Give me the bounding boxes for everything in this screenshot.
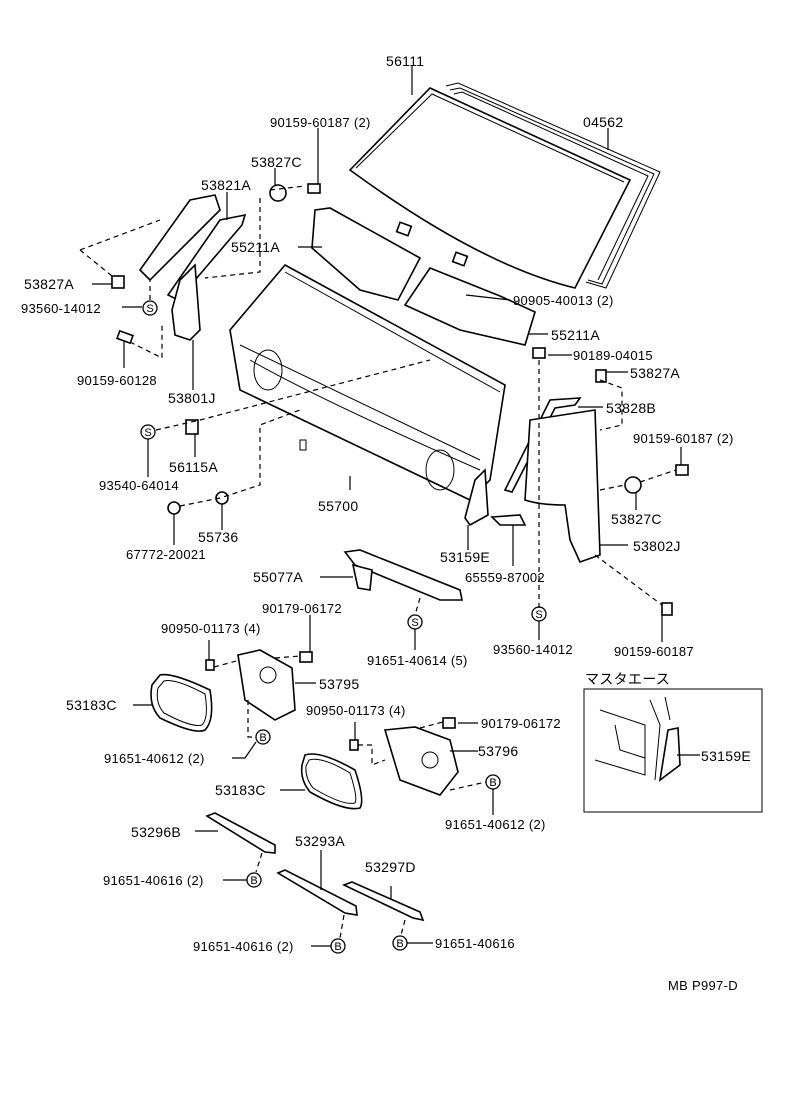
stopper-53827a-right[interactable] xyxy=(595,369,607,383)
bracket-53293a[interactable] xyxy=(276,869,358,916)
label-90159-60187-right: 90159-60187 (2) xyxy=(633,431,734,446)
label-53296b: 53296B xyxy=(131,824,181,840)
label-90950-01173-left: 90950-01173 (4) xyxy=(161,621,261,636)
label-55736: 55736 xyxy=(198,529,238,545)
lock-56115a[interactable] xyxy=(185,419,199,435)
label-53801j: 53801J xyxy=(168,390,216,406)
label-90950-01173-right: 90950-01173 (4) xyxy=(306,703,406,718)
b-symbol-text: B xyxy=(259,732,266,744)
label-91651-40616-mid: 91651-40616 (2) xyxy=(193,939,294,954)
label-90159-60187-bottom: 90159-60187 xyxy=(614,644,694,659)
nut-90950-01173-left[interactable] xyxy=(205,659,215,671)
weatherstrip[interactable] xyxy=(445,82,661,289)
label-53297d: 53297D xyxy=(365,859,416,875)
label-53183c-right: 53183C xyxy=(215,782,266,798)
label-90179-06172-right: 90179-06172 xyxy=(481,716,561,731)
plug-67772-20021[interactable] xyxy=(167,501,181,515)
label-91651-40612-left: 91651-40612 (2) xyxy=(104,751,205,766)
clip-90189-04015[interactable] xyxy=(532,347,546,359)
pillar-trim-53802j[interactable] xyxy=(524,409,601,563)
label-53795: 53795 xyxy=(319,676,359,692)
label-53821a: 53821A xyxy=(201,177,251,193)
label-53159e: 53159E xyxy=(440,549,490,565)
rear-window-glass[interactable] xyxy=(348,87,632,289)
label-53827a-right: 53827A xyxy=(630,365,680,381)
inset-title: マスタエース xyxy=(585,671,670,687)
b-symbol-text: B xyxy=(396,938,403,950)
s-symbol-text: S xyxy=(535,609,542,621)
b-symbol-text: B xyxy=(250,875,257,887)
bolt-90159-60128[interactable] xyxy=(116,329,134,345)
bracket-tab xyxy=(351,563,373,591)
s-symbol-text: S xyxy=(144,427,151,439)
label-55211a-right: 55211A xyxy=(551,327,600,343)
label-53828b: 53828B xyxy=(606,400,656,416)
b-symbol-text: B xyxy=(489,777,496,789)
leader-lines xyxy=(92,66,700,947)
label-91651-40616-right: 91651-40616 xyxy=(435,936,515,951)
part-labels: 56111 04562 90159-60187 (2) 53827C 53821… xyxy=(21,53,751,993)
back-door-panel[interactable] xyxy=(229,263,506,501)
label-56111: 56111 xyxy=(386,53,424,69)
label-53796: 53796 xyxy=(478,743,518,759)
label-53827c-right: 53827C xyxy=(611,511,662,527)
label-93540-64014: 93540-64014 xyxy=(99,478,179,493)
label-53802j: 53802J xyxy=(633,538,681,554)
inset-box xyxy=(583,688,763,813)
label-90179-06172-left: 90179-06172 xyxy=(262,601,342,616)
label-91651-40616-left: 91651-40616 (2) xyxy=(103,873,204,888)
label-55700: 55700 xyxy=(318,498,358,514)
label-56115a: 56115A xyxy=(169,459,218,475)
s-symbol xyxy=(142,300,158,316)
hinge-53801j[interactable] xyxy=(171,263,201,341)
cover-53159e[interactable] xyxy=(464,468,489,527)
label-90905-40013: 90905-40013 (2) xyxy=(513,293,614,308)
screw-90159-60187-top[interactable] xyxy=(307,183,321,194)
screw-90159-60187-right[interactable] xyxy=(675,464,689,476)
weatherstrip-53828b[interactable] xyxy=(503,397,582,493)
trim-panel-55211a-left[interactable] xyxy=(311,207,422,301)
label-90189-04015: 90189-04015 xyxy=(573,348,653,363)
label-04562: 04562 xyxy=(583,114,623,130)
speaker-cover-53796[interactable] xyxy=(383,726,459,796)
label-67772-20021: 67772-20021 xyxy=(126,547,206,562)
glass-clip xyxy=(451,251,469,267)
s-symbol-text: S xyxy=(411,617,418,629)
bumper-53827c-right[interactable] xyxy=(624,476,642,494)
inset-drawing xyxy=(594,696,681,782)
label-53159e-inset: 53159E xyxy=(701,748,751,764)
label-53827c-top: 53827C xyxy=(251,154,302,170)
glass-clip xyxy=(395,221,413,237)
label-55077a: 55077A xyxy=(253,569,303,585)
bracket-53297d[interactable] xyxy=(341,881,425,922)
screw-90159-60187-bottom[interactable] xyxy=(661,602,673,616)
screw-90179-06172-left[interactable] xyxy=(299,651,313,663)
label-55211a-left: 55211A xyxy=(231,239,280,255)
stopper-53827a-left[interactable] xyxy=(111,275,125,289)
label-91651-40612-right: 91651-40612 (2) xyxy=(445,817,546,832)
label-90159-60128: 90159-60128 xyxy=(77,373,157,388)
s-symbol-text: S xyxy=(146,303,153,315)
nut-90950-01173-right[interactable] xyxy=(349,739,359,751)
bumper-53827c-top[interactable] xyxy=(269,184,287,202)
b-symbol xyxy=(255,729,271,745)
label-90159-60187-top: 90159-60187 (2) xyxy=(270,115,371,130)
emblem-65559-87002[interactable] xyxy=(490,514,527,526)
label-91651-40614: 91651-40614 (5) xyxy=(367,653,468,668)
label-53183c-left: 53183C xyxy=(66,697,117,713)
speaker-cover-53795[interactable] xyxy=(237,649,296,721)
label-93560-14012-right: 93560-14012 xyxy=(493,642,573,657)
gasket-53183c-left[interactable] xyxy=(150,673,213,732)
screw-90179-06172-right[interactable] xyxy=(442,717,456,729)
diagram-code: MB P997-D xyxy=(668,978,738,993)
label-93560-14012-left: 93560-14012 xyxy=(21,301,101,316)
label-53293a: 53293A xyxy=(295,833,345,849)
gasket-53183c-right[interactable] xyxy=(300,753,363,810)
b-symbol-text: B xyxy=(334,941,341,953)
label-65559-87002: 65559-87002 xyxy=(465,570,545,585)
trim-panel-55211a-right[interactable] xyxy=(403,267,536,346)
label-53827a-left: 53827A xyxy=(24,276,74,292)
bracket-53296b[interactable] xyxy=(205,812,276,854)
